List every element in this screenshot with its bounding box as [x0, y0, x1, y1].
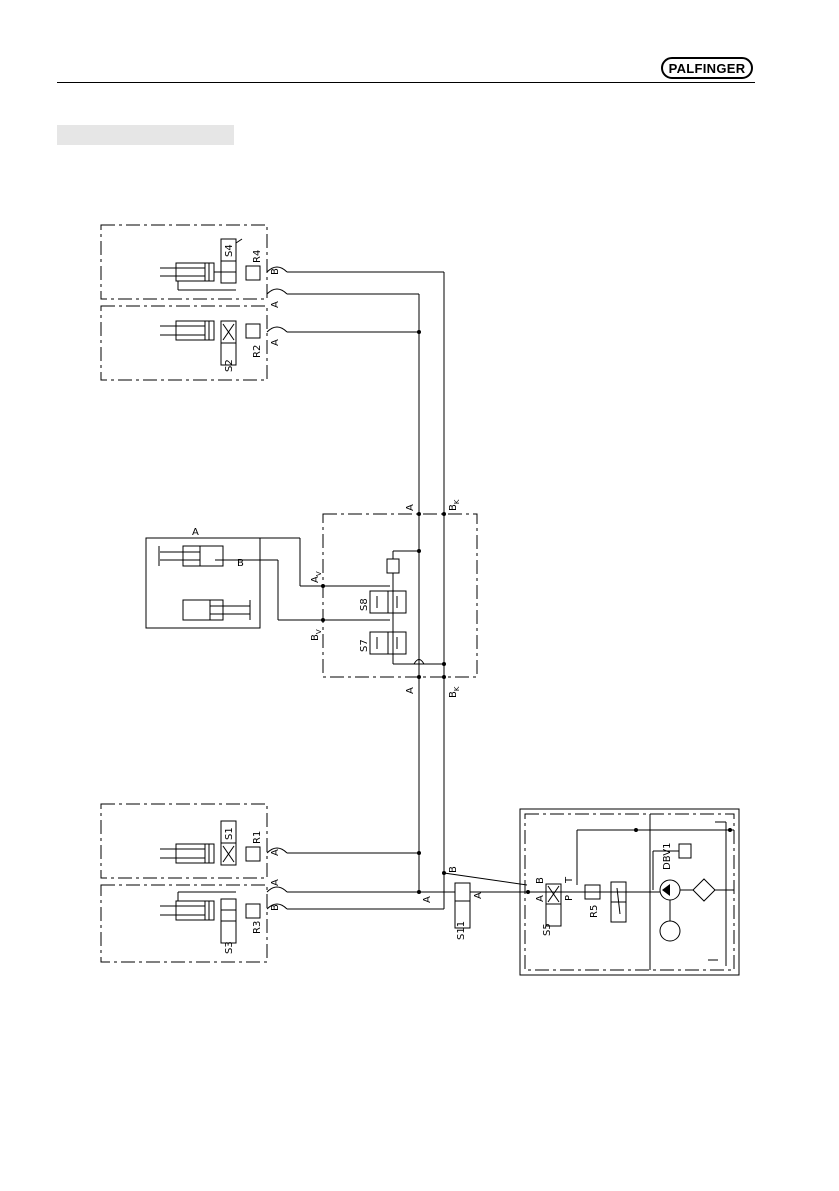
port-label-bv-sub: V: [315, 629, 323, 634]
port-label-bk-bottom-sub: K: [453, 686, 461, 691]
junction: [442, 871, 446, 875]
valve-s3: [221, 899, 236, 943]
label-s7: S7: [359, 639, 370, 652]
filter: [693, 879, 715, 901]
port-label-a-s2: A: [270, 339, 281, 346]
port-label-bk-top-sub: K: [453, 499, 461, 504]
junction: [442, 512, 446, 516]
label-s8: S8: [359, 598, 370, 611]
port-label-av: AV: [310, 571, 323, 583]
sensor-r2: [246, 324, 260, 338]
sensor-r3: [246, 904, 260, 918]
label-r5: R5: [589, 905, 600, 918]
port-label-a-s4: A: [270, 301, 281, 308]
label-r3: R3: [252, 921, 263, 934]
port-label-a-bottom: A: [422, 896, 433, 903]
port-label-a-s11: A: [473, 892, 484, 899]
module-box-s1: [101, 804, 267, 878]
junction: [417, 675, 421, 679]
junction: [321, 584, 325, 588]
cylinder-s4: [160, 263, 236, 290]
sensor-r1: [246, 847, 260, 861]
module-box-s2: [101, 306, 267, 380]
valve-s2: [221, 321, 236, 365]
module-box-s4: [101, 225, 267, 299]
pressure-valve: [611, 882, 626, 922]
label-r1: R1: [252, 831, 263, 844]
valve-s5: [546, 884, 561, 926]
hose-connector-s2: [267, 327, 287, 332]
port-label-b-s5: B: [535, 877, 546, 884]
label-s11: S11: [456, 921, 467, 940]
junction: [526, 890, 530, 894]
junction: [442, 662, 446, 666]
port-label-bk-top: BK: [448, 499, 461, 511]
port-label-a-mid-bottom: A: [405, 687, 416, 694]
junction: [417, 549, 421, 553]
junction: [417, 512, 421, 516]
junction: [321, 618, 325, 622]
port-label-a-s5: A: [535, 895, 546, 902]
cylinder-stabilizer-upper: [159, 546, 223, 566]
label-s2: S2: [224, 359, 235, 372]
label-s3: S3: [224, 941, 235, 954]
valve-s7: [370, 632, 406, 654]
label-s1: S1: [224, 827, 235, 840]
port-label-a-s1: A: [270, 849, 281, 856]
cylinder-s2: [160, 321, 214, 340]
check-valve-mid: [387, 559, 399, 573]
cylinder-stabilizer-lower: [183, 600, 250, 620]
module-box-s3: [101, 885, 267, 962]
junction: [417, 851, 421, 855]
label-r2: R2: [252, 345, 263, 358]
pump: [660, 880, 680, 900]
port-label-a-s3: A: [270, 879, 281, 886]
port-label-a-stabilizer: A: [192, 527, 199, 538]
port-label-t-s5: T: [564, 876, 575, 884]
port-label-bv: BV: [310, 629, 323, 641]
port-label-bk-bottom: BK: [448, 686, 461, 698]
cylinder-s1: [160, 844, 214, 863]
junction: [728, 828, 732, 832]
label-s4: S4: [224, 244, 235, 257]
junction: [442, 675, 446, 679]
port-label-p-s5: P: [564, 895, 575, 901]
port-label-b-bottom: B: [448, 866, 459, 873]
module-box-s7-s8: [323, 514, 477, 677]
motor: [660, 900, 680, 941]
port-label-b-s4: B: [270, 268, 281, 275]
power-unit-lines: [560, 822, 734, 966]
label-dbv1: DBV1: [662, 843, 673, 870]
sensor-r4: [246, 266, 260, 280]
junction: [417, 890, 421, 894]
junction: [417, 330, 421, 334]
label-r4: R4: [252, 250, 263, 263]
valve-s8: [370, 591, 406, 613]
cylinder-s3: [160, 892, 236, 920]
label-s5: S5: [542, 923, 553, 936]
port-label-av-sub: V: [315, 571, 323, 576]
relief-valve-dbv1: [679, 844, 691, 858]
junction: [634, 828, 638, 832]
port-label-a-mid-top: A: [405, 504, 416, 511]
